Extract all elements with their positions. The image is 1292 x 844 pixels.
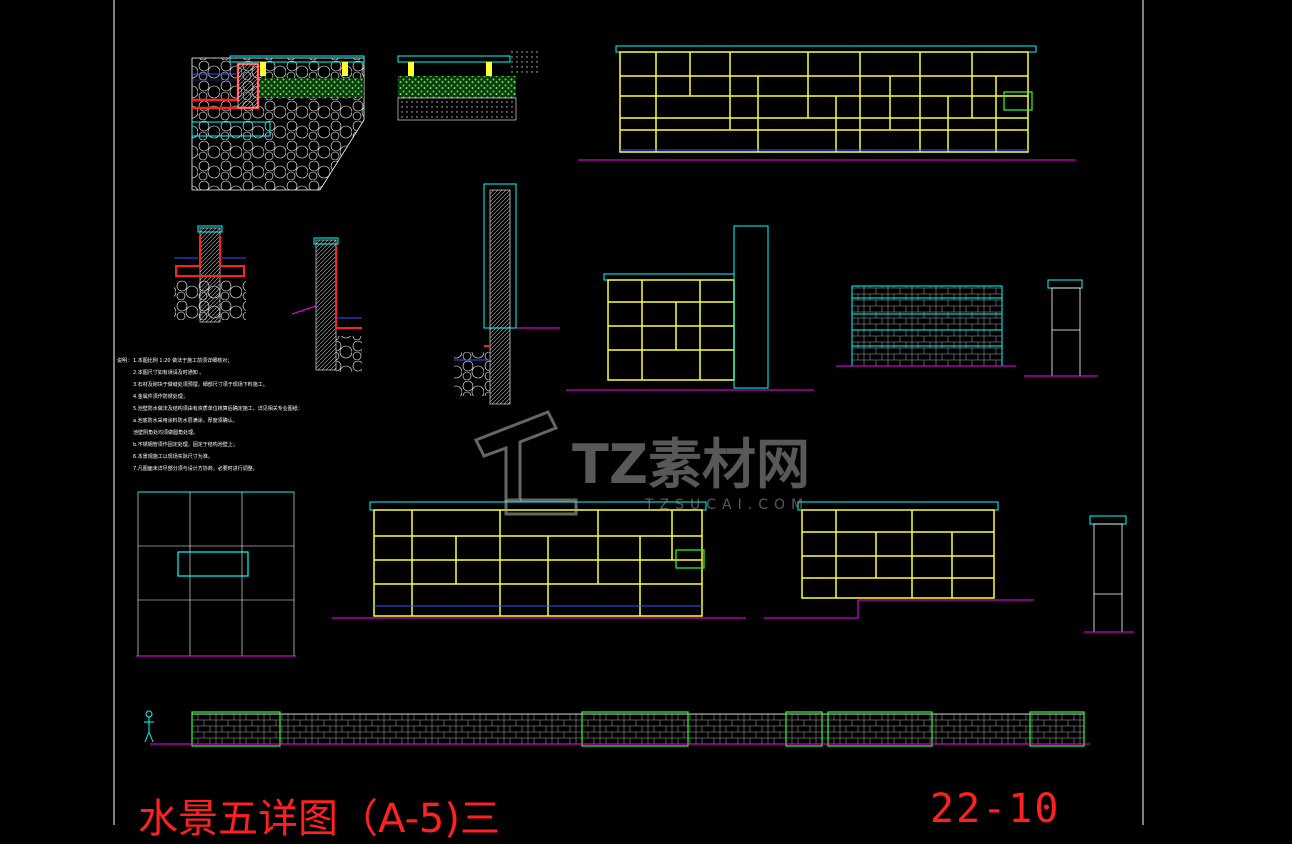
wall-elevation-lower-right — [764, 501, 1034, 619]
drawing-title: 水景五详图（A-5)三 — [138, 796, 500, 842]
planter-section — [397, 50, 540, 121]
note-line: a.池底防水采用涂料防水层满涂，厚度须确认。 — [133, 418, 238, 424]
note-line: 2.本图尺寸如有误请及时通知 。 — [133, 370, 205, 376]
note-line: 池壁阴角处均须做圆角处理。 — [133, 430, 199, 436]
human-scale-figure — [144, 710, 154, 743]
note-line: 4.金属件须作防锈处理； — [133, 394, 188, 400]
cad-drawing-canvas — [113, 0, 1144, 825]
sheet-frame — [113, 0, 1144, 825]
brick-panel — [836, 285, 1016, 367]
note-line: 5.池壁防水做法及结构须由有资质单位核算后确定施工。详见相关专业图纸： — [133, 406, 303, 412]
design-notes: 说明： 1.本图比例 1:20 做法于施工前须详细核对； 2.本图尺寸如有误请及… — [117, 357, 357, 477]
watermark-logo-icon — [473, 410, 578, 516]
footing-section-1 — [174, 225, 246, 323]
wall-elevation-top — [578, 45, 1076, 161]
note-line: 3.石材及砌块于做缝处须预埋，细部尺寸须于现场下料施工。 — [133, 382, 268, 388]
sheet-number: 22-10 — [930, 786, 1061, 832]
note-line: 1.本图比例 1:20 做法于施工前须详细核对； — [133, 358, 233, 364]
long-elevation-strip — [144, 710, 1090, 747]
footing-section-2 — [291, 237, 362, 372]
watermark-domain: TZSUCAI.COM — [645, 497, 810, 513]
pillar-side-view-2 — [1084, 515, 1134, 633]
pool-edge-section-1 — [191, 55, 365, 191]
notes-header: 说明： — [117, 358, 133, 364]
pillar-side-view-1 — [1024, 279, 1098, 377]
tall-wall-section — [454, 183, 560, 405]
grid-plan — [136, 491, 296, 657]
watermark-brand: TZ素材网 — [572, 433, 810, 496]
note-line: b.不锈钢管须作固定处理，固定于结构池壁上； — [133, 442, 238, 448]
note-line: 7.凡图面未详尽部分须与设计方协商，必要时进行调整。 — [133, 466, 258, 472]
wall-elevation-lower-left — [332, 501, 746, 619]
note-line: 6.本景观施工以现场实际尺寸为准。 — [133, 454, 213, 460]
wall-elevation-middle — [566, 225, 814, 391]
